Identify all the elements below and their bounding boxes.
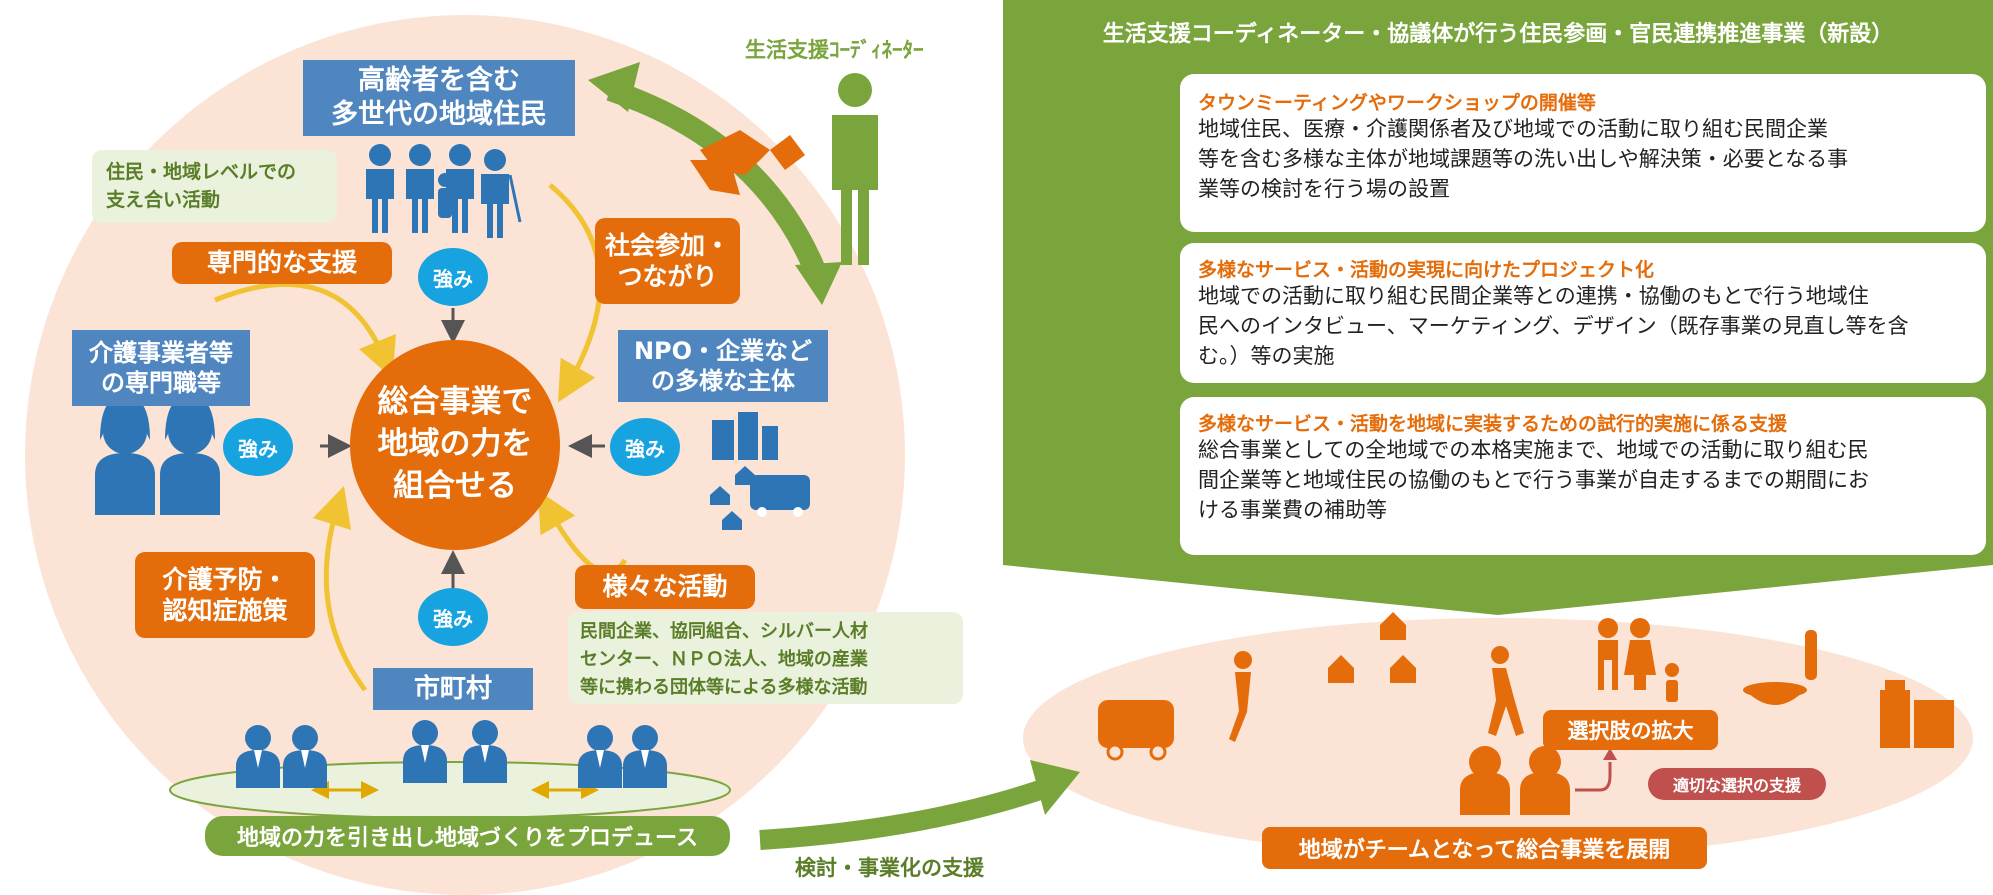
card-trial-line3: ける事業費の補助等 [1198, 497, 1387, 522]
strength-badge-top: 強み [418, 248, 488, 306]
municipality-text: 市町村 [413, 673, 492, 704]
study-support-text: 検討・事業化の支援 [795, 856, 984, 880]
activities-note-line2: センター、ＮＰＯ法人、地域の産業 [580, 648, 868, 670]
social-participation-line1: 社会参加・ [604, 230, 730, 260]
center-line1: 総合事業で [377, 384, 533, 421]
card-townmeeting: タウンミーティングやワークショップの開催等 地域住民、医療・介護関係者及び地域で… [1180, 74, 1986, 232]
center-circle: 総合事業で 地域の力を 組合せる [350, 340, 560, 550]
residents-box: 高齢者を含む 多世代の地域住民 [303, 60, 575, 136]
strength-text-right: 強み [625, 436, 665, 461]
card-project: 多様なサービス・活動の実現に向けたプロジェクト化 地域での活動に取り組む民間企業… [1180, 243, 1986, 383]
various-activities-text: 様々な活動 [602, 572, 728, 602]
handshake-icon [690, 130, 805, 195]
card-townmeeting-line2: 等を含む多様な主体が地域課題等の洗い出しや解決策・必要となる事 [1198, 146, 1849, 171]
npo-box-line1: NPO・企業など [633, 337, 813, 365]
activities-note-line1: 民間企業、協同組合、シルバー人材 [580, 621, 868, 642]
growth-icon [1040, 425, 1054, 439]
appropriate-choice-text: 適切な選択の支援 [1672, 776, 1801, 795]
care-providers-line2: の専門職等 [101, 369, 221, 397]
coordinator-person-icon [832, 73, 878, 265]
social-participation-label: 社会参加・ つながり [595, 218, 740, 304]
produce-banner: 地域の力を引き出し地域づくりをプロデュース [205, 816, 730, 856]
strength-text-left: 強み [238, 436, 278, 461]
study-support-label: 検討・事業化の支援 [795, 852, 1035, 882]
card-townmeeting-body: 地域住民、医療・介護関係者及び地域での活動に取り組む民間企業 等を含む多様な主体… [1198, 115, 1968, 204]
choice-support-arrow [1575, 762, 1612, 792]
family-orange-icon [1598, 618, 1618, 638]
social-participation-line2: つながり [617, 262, 718, 291]
care-prevention-label: 介護予防・ 認知症施策 [135, 552, 315, 638]
arrow-specialized [214, 281, 396, 379]
panel-chevron [1003, 565, 1993, 615]
npo-box: NPO・企業など の多様な主体 [618, 330, 828, 402]
right-panel-header: 生活支援コーディネーター・協議体が行う住民参画・官民連携推進事業（新設） [1003, 10, 1993, 54]
care-professionals-icon [95, 395, 220, 515]
center-line2: 地域の力を [377, 426, 533, 463]
card-townmeeting-line1: 地域住民、医療・介護関係者及び地域での活動に取り組む民間企業 [1198, 117, 1828, 141]
care-providers-box: 介護事業者等 の専門職等 [72, 330, 250, 406]
meeting-icon [1033, 92, 1117, 130]
card-townmeeting-title: タウンミーティングやワークショップの開催等 [1198, 92, 1596, 114]
residents-box-line1: 高齢者を含む [358, 65, 520, 97]
npo-box-line2: の多様な主体 [651, 367, 795, 395]
bus-icon [1098, 700, 1174, 748]
coordinator-label-text: 生活支援ｺｰﾃﾞｨﾈｰﾀｰ [745, 38, 924, 62]
card-trial-line1: 総合事業としての全地域での本格実施まで、地域での活動に取り組む民 [1198, 438, 1869, 462]
golfer-icon [1234, 651, 1252, 669]
card-project-line1: 地域での活動に取り組む民間企業等との連携・協働のもとで行う地域住 [1198, 284, 1869, 308]
choice-expansion-text: 選択肢の拡大 [1567, 719, 1694, 743]
buildings-icon [1880, 690, 1910, 748]
card-trial-body: 総合事業としての全地域での本格実施まで、地域での活動に取り組む民 間企業等と地域… [1198, 436, 1968, 525]
activities-note: 民間企業、協同組合、シルバー人材 センター、ＮＰＯ法人、地域の産業 等に携わる団… [568, 612, 963, 704]
center-line3: 組合せる [393, 467, 517, 504]
family-icon [366, 144, 522, 238]
bottom-right-icons [1098, 612, 1954, 815]
municipality-box: 市町村 [373, 668, 533, 710]
female-worker-icon [1469, 746, 1501, 778]
strength-badge-right: 強み [610, 418, 680, 476]
houses-icon [1380, 612, 1406, 640]
appropriate-choice-label: 適切な選択の支援 [1648, 768, 1826, 800]
arrow-prevention [312, 485, 368, 692]
team-banner: 地域がチームとなって総合事業を展開 [1262, 827, 1707, 869]
specialized-support-label: 専門的な支援 [172, 242, 392, 284]
card-trial-title: 多様なサービス・活動を地域に実装するための試行的実施に係る支援 [1198, 413, 1788, 435]
team-banner-text: 地域がチームとなって総合事業を展開 [1298, 838, 1671, 863]
walker-icon [1491, 646, 1509, 664]
card-project-line2: 民へのインタビュー、マーケティング、デザイン（既存事業の見直し等を含 [1198, 313, 1909, 338]
card-trial: 多様なサービス・活動を地域に実装するための試行的実施に係る支援 総合事業としての… [1180, 397, 1986, 555]
card-project-title: 多様なサービス・活動の実現に向けたプロジェクト化 [1198, 259, 1655, 281]
npo-network-icon [710, 412, 810, 530]
right-panel-icons [1033, 92, 1140, 532]
residents-note-line1: 住民・地域レベルでの [106, 161, 297, 183]
care-providers-line1: 介護事業者等 [89, 339, 233, 367]
various-activities-label: 様々な活動 [575, 565, 755, 609]
produce-banner-text: 地域の力を引き出し地域づくりをプロデュース [237, 826, 698, 851]
activities-note-line3: 等に携わる団体等による多様な活動 [580, 676, 868, 698]
residents-box-line2: 多世代の地域住民 [331, 99, 547, 130]
right-panel-header-text: 生活支援コーディネーター・協議体が行う住民参画・官民連携推進事業（新設） [1102, 22, 1894, 47]
specialized-support-text: 専門的な支援 [206, 248, 357, 278]
coordinator-label: 生活支援ｺｰﾃﾞｨﾈｰﾀｰ [745, 34, 975, 64]
card-townmeeting-line3: 業等の検討を行う場の設置 [1198, 176, 1450, 201]
strength-badge-bottom: 強み [418, 588, 488, 646]
strength-badge-left: 強み [223, 418, 293, 476]
card-project-line3: む。）等の実施 [1198, 343, 1335, 368]
care-prevention-line2: 認知症施策 [162, 596, 288, 625]
card-project-body: 地域での活動に取り組む民間企業等との連携・協働のもとで行う地域住 民へのインタビ… [1198, 282, 1968, 371]
dining-icon [1805, 630, 1817, 680]
strength-text-top: 強み [433, 266, 473, 291]
support-arrow [759, 780, 1044, 850]
residents-note: 住民・地域レベルでの 支え合い活動 [92, 150, 337, 223]
residents-note-line2: 支え合い活動 [106, 188, 221, 211]
choice-expansion-label: 選択肢の拡大 [1543, 710, 1718, 750]
card-trial-line2: 間企業等と地域住民の協働のもとで行う事業が自走するまでの期間にお [1198, 467, 1869, 492]
strength-text-bottom: 強み [433, 606, 473, 631]
care-prevention-line1: 介護予防・ [162, 564, 288, 594]
